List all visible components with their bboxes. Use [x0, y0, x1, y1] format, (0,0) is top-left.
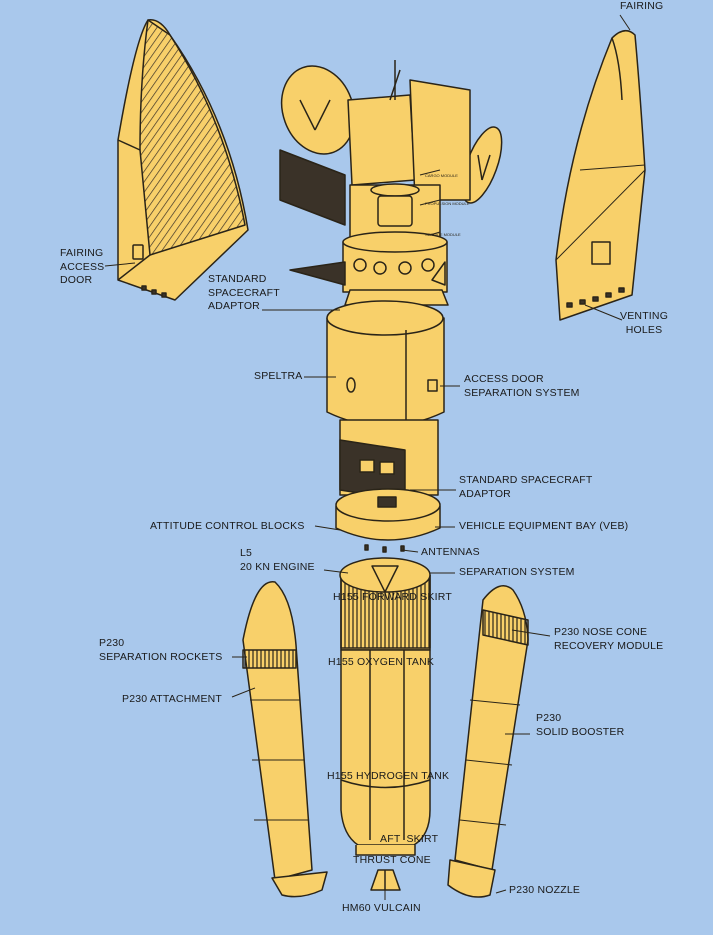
label-venting-holes: VENTING HOLES	[620, 310, 668, 337]
label-antennas: ANTENNAS	[421, 546, 480, 558]
sat-label-cargo: CARGO MODULE	[425, 173, 458, 178]
label-p230-separation-rockets: P230 SEPARATION ROCKETS	[99, 637, 222, 664]
label-hm60-vulcain: HM60 VULCAIN	[342, 902, 421, 914]
label-line: P230	[99, 637, 125, 649]
label-line: SPACECRAFT	[208, 286, 280, 299]
label-separation-system: SEPARATION SYSTEM	[459, 566, 575, 578]
venting-holes	[566, 287, 625, 308]
label-attitude-control-blocks: ATTITUDE CONTROL BLOCKS	[150, 520, 305, 532]
label-h155-oxygen-tank: H155 OXYGEN TANK	[328, 656, 435, 668]
label-h155-hydrogen-tank: H155 HYDROGEN TANK	[327, 770, 450, 782]
label-access-door-separation-system: ACCESS DOOR SEPARATION SYSTEM	[464, 373, 580, 400]
label-line: SEPARATION SYSTEM	[464, 386, 580, 399]
label-speltra: SPELTRA	[254, 370, 303, 382]
h155-forward-skirt	[339, 557, 431, 651]
label-line: SEPARATION ROCKETS	[99, 650, 223, 663]
h155-core-stage	[340, 649, 431, 856]
label-line: SOLID BOOSTER	[536, 725, 625, 738]
inner-payload-section	[339, 419, 439, 501]
label-aft-skirt: AFT SKIRT	[380, 833, 439, 845]
satellite-module-labels: CARGO MODULE PROPULSION MODULE SERVICE M…	[425, 173, 470, 237]
label-line: STANDARD	[208, 273, 267, 285]
label-line: RECOVERY MODULE	[554, 639, 664, 652]
hm60-vulcain-engine	[370, 869, 401, 891]
right-p230-booster	[447, 585, 529, 898]
label-fairing-access-door: FAIRING ACCESS DOOR	[60, 247, 104, 288]
label-line: STANDARD SPACECRAFT	[459, 474, 593, 486]
label-line: L5	[240, 547, 253, 559]
label-p230-nozzle: P230 NOZZLE	[509, 884, 581, 896]
label-fairing: FAIRING	[620, 0, 664, 12]
vehicle-equipment-bay	[335, 488, 441, 553]
label-standard-spacecraft-adaptor-mid: STANDARD SPACECRAFT ADAPTOR	[459, 474, 593, 501]
label-line: DOOR	[60, 274, 93, 286]
label-standard-spacecraft-adaptor-top: STANDARD SPACECRAFT ADAPTOR	[208, 273, 280, 314]
sat-label-propulsion: PROPULSION MODULE	[425, 201, 470, 206]
label-line: ADAPTOR	[459, 487, 511, 500]
label-h155-forward-skirt: H155 FORWARD SKIRT	[333, 591, 452, 603]
label-p230-nose-cone: P230 NOSE CONE RECOVERY MODULE	[554, 626, 663, 653]
label-thrust-cone: THRUST CONE	[353, 854, 431, 866]
speltra-structure	[326, 300, 445, 427]
label-l5-engine: L5 20 KN ENGINE	[240, 547, 315, 574]
sat-label-service: SERVICE MODULE	[425, 232, 461, 237]
label-line: 20 KN ENGINE	[240, 560, 315, 573]
label-line: HOLES	[625, 323, 663, 336]
leader-lines	[104, 14, 631, 900]
label-p230-solid-booster: P230 SOLID BOOSTER	[536, 712, 624, 739]
label-line: P230 NOSE CONE	[554, 626, 648, 638]
label-p230-attachment: P230 ATTACHMENT	[122, 693, 223, 705]
label-vehicle-equipment-bay: VEHICLE EQUIPMENT BAY (VEB)	[459, 520, 629, 532]
right-fairing-half	[555, 29, 646, 321]
left-fairing-half	[117, 19, 249, 301]
label-line: ACCESS DOOR	[464, 373, 544, 385]
fairing-access-door	[132, 244, 144, 260]
label-line: VENTING	[620, 310, 669, 322]
label-line: ADAPTOR	[208, 300, 260, 312]
label-line: FAIRING	[60, 247, 104, 259]
label-line: ACCESS	[60, 260, 105, 273]
left-p230-booster	[242, 581, 328, 898]
label-line: P230	[536, 712, 562, 724]
satellite-payload	[279, 60, 503, 293]
